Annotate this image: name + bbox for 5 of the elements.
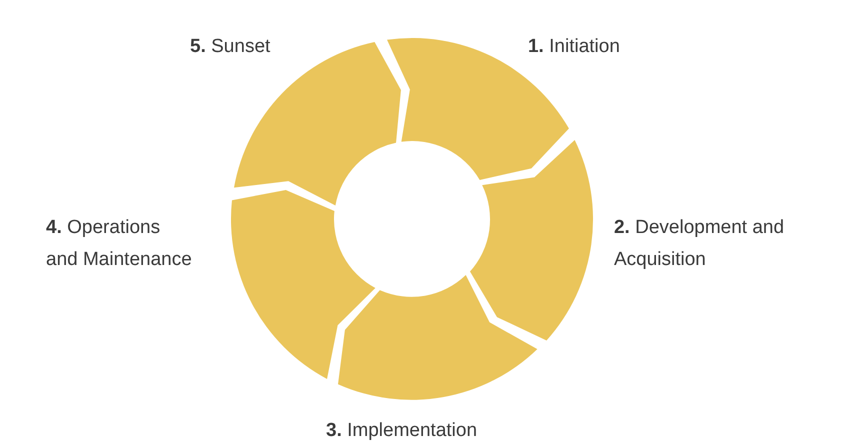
phase-label: 2. Development and Acquisition bbox=[614, 216, 786, 272]
phase-label: 5. Sunset bbox=[190, 35, 270, 59]
phase-label: 3. Implementation bbox=[326, 418, 478, 443]
phase-label: 1. Initiation bbox=[528, 35, 620, 59]
phase-label: 4. Operations and Maintenance bbox=[46, 216, 193, 272]
